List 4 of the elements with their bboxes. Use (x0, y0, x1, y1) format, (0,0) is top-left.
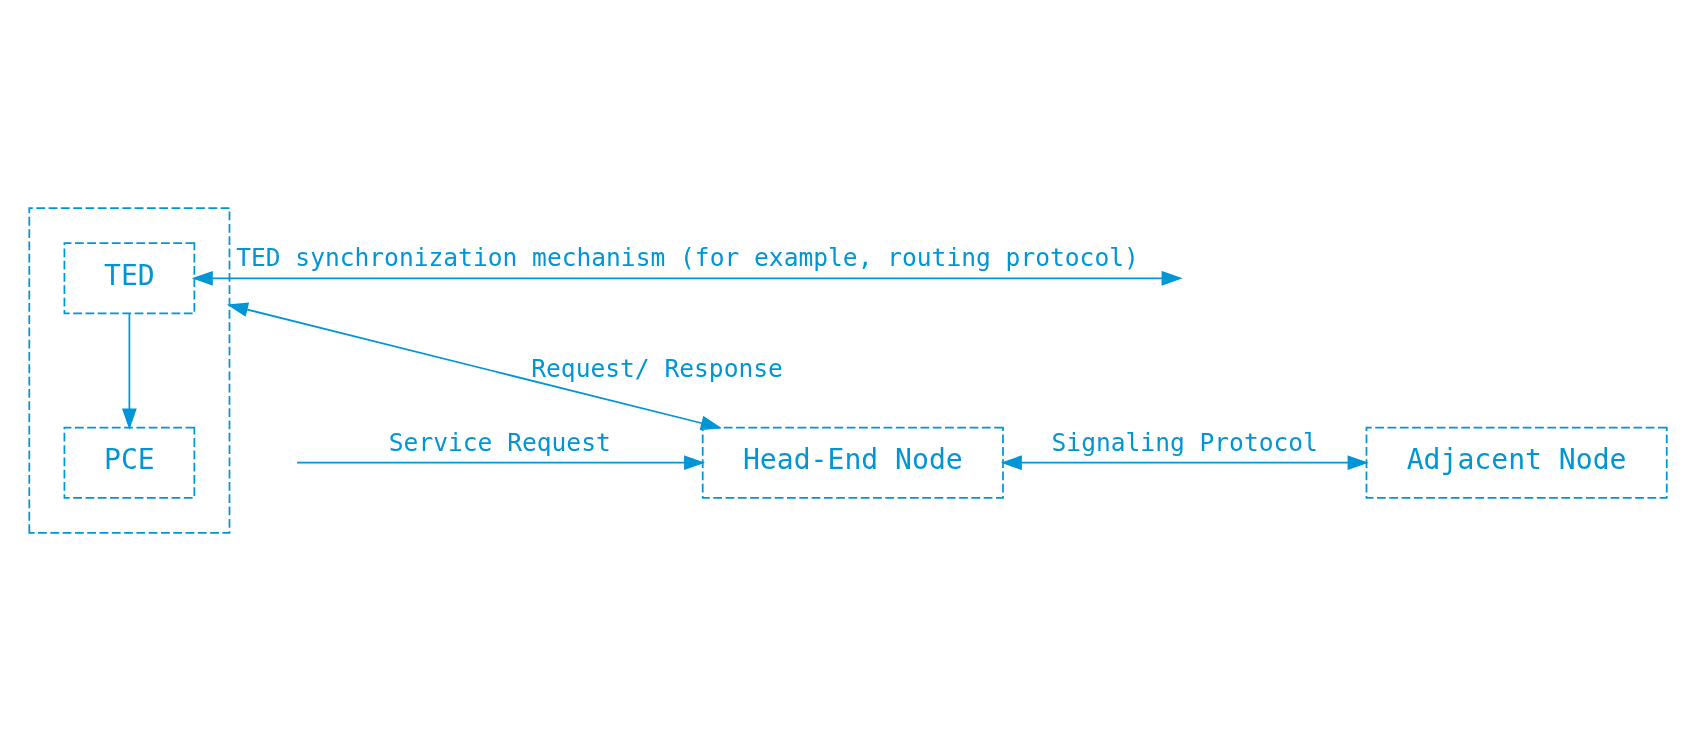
edge-label: Request/ Response (531, 354, 783, 383)
edge-label: Signaling Protocol (1051, 427, 1318, 457)
edge-label: Service Request (388, 427, 611, 457)
edge-label: TED synchronization mechanism (for example, routing protocol) (236, 243, 1139, 273)
